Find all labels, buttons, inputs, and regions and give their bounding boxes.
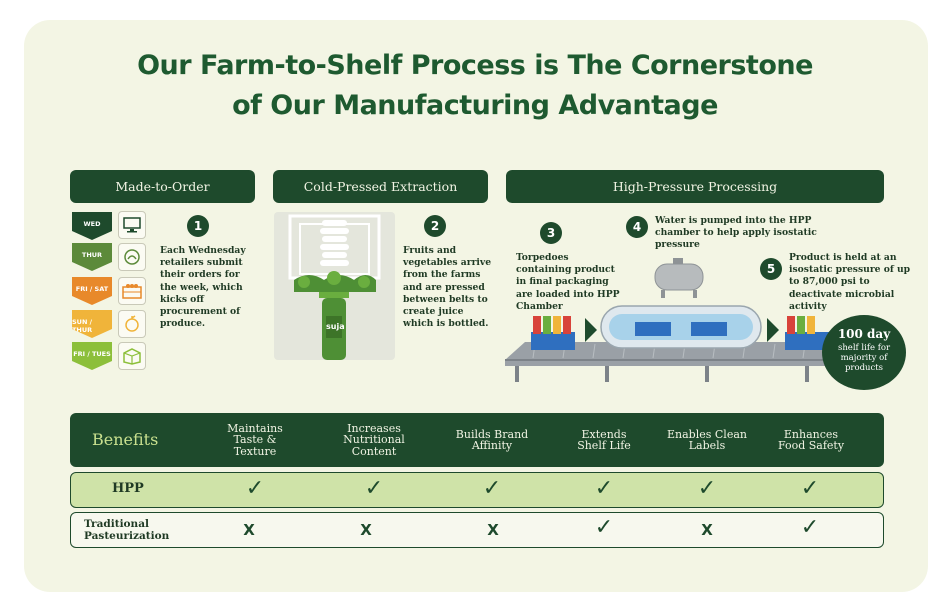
step-1-text: Each Wednesday retailers submit their or… [160,245,246,330]
benefits-table-header [70,413,884,467]
table-row-traditional [70,512,884,548]
trad-mark-shelf-life: ✓ [594,515,614,540]
cold-pressed-header: Cold-Pressed Extraction [273,170,488,203]
hpp-mark-food-safety: ✓ [800,476,820,501]
column-header-nutrition: Increases Nutritional Content [343,421,405,458]
row-label-hpp: HPP [112,481,144,496]
step-2-text: Fruits and vegetables arrive from the fa… [403,245,492,330]
shelf-life-caption: shelf life for majority of products [837,343,891,373]
box-icon [118,342,146,370]
step-3-badge: 3 [540,222,562,244]
step-4-badge: 4 [626,216,648,238]
column-header-brand: Builds Brand Affinity [455,427,529,452]
benefits-label: Benefits [92,430,159,449]
hpp-mark-nutrition: ✓ [364,476,384,501]
trad-mark-nutrition: X [360,521,372,539]
step-5-text: Product is held at an isostatic pressure… [789,252,911,312]
step-4-text: Water is pumped into the HPP chamber to … [655,215,817,251]
step-5-badge: 5 [760,258,782,280]
cold-press-illustration: suja [274,212,395,360]
farm-icon [118,243,146,271]
trad-mark-clean-labels: X [701,521,713,539]
shelf-life-days: 100 day [837,327,891,341]
bottle-brand-label: suja [326,322,345,331]
row-label-traditional: Traditional Pasteurization [84,518,170,542]
hpp-mark-clean-labels: ✓ [697,476,717,501]
hpp-header: High-Pressure Processing [506,170,884,203]
trad-mark-taste: X [243,521,255,539]
column-header-shelf-life: Extends Shelf Life [577,427,631,452]
page-title-line-2: of Our Manufacturing Advantage [232,90,718,121]
column-header-taste: Maintains Taste & Texture [227,421,283,458]
monitor-icon [118,211,146,239]
table-row-hpp [70,472,884,508]
column-header-food-safety: Enhances Food Safety [777,427,845,452]
column-header-clean-labels: Enables Clean Labels [667,427,747,452]
step-3-text: Torpedoes containing product in final pa… [516,252,620,312]
made-to-order-header: Made-to-Order [70,170,255,203]
hpp-illustration [505,258,830,382]
trad-mark-brand: X [487,521,499,539]
produce-icon [118,310,146,338]
step-1-badge: 1 [187,215,209,237]
hpp-mark-brand: ✓ [482,476,502,501]
hpp-mark-taste: ✓ [245,476,265,501]
hpp-mark-shelf-life: ✓ [594,476,614,501]
trad-mark-food-safety: ✓ [800,515,820,540]
step-2-badge: 2 [424,215,446,237]
shelf-life-badge: 100 day shelf life for majority of produ… [822,315,906,390]
crate-icon [118,277,146,305]
page-title-line-1: Our Farm-to-Shelf Process is The Corners… [137,50,813,81]
